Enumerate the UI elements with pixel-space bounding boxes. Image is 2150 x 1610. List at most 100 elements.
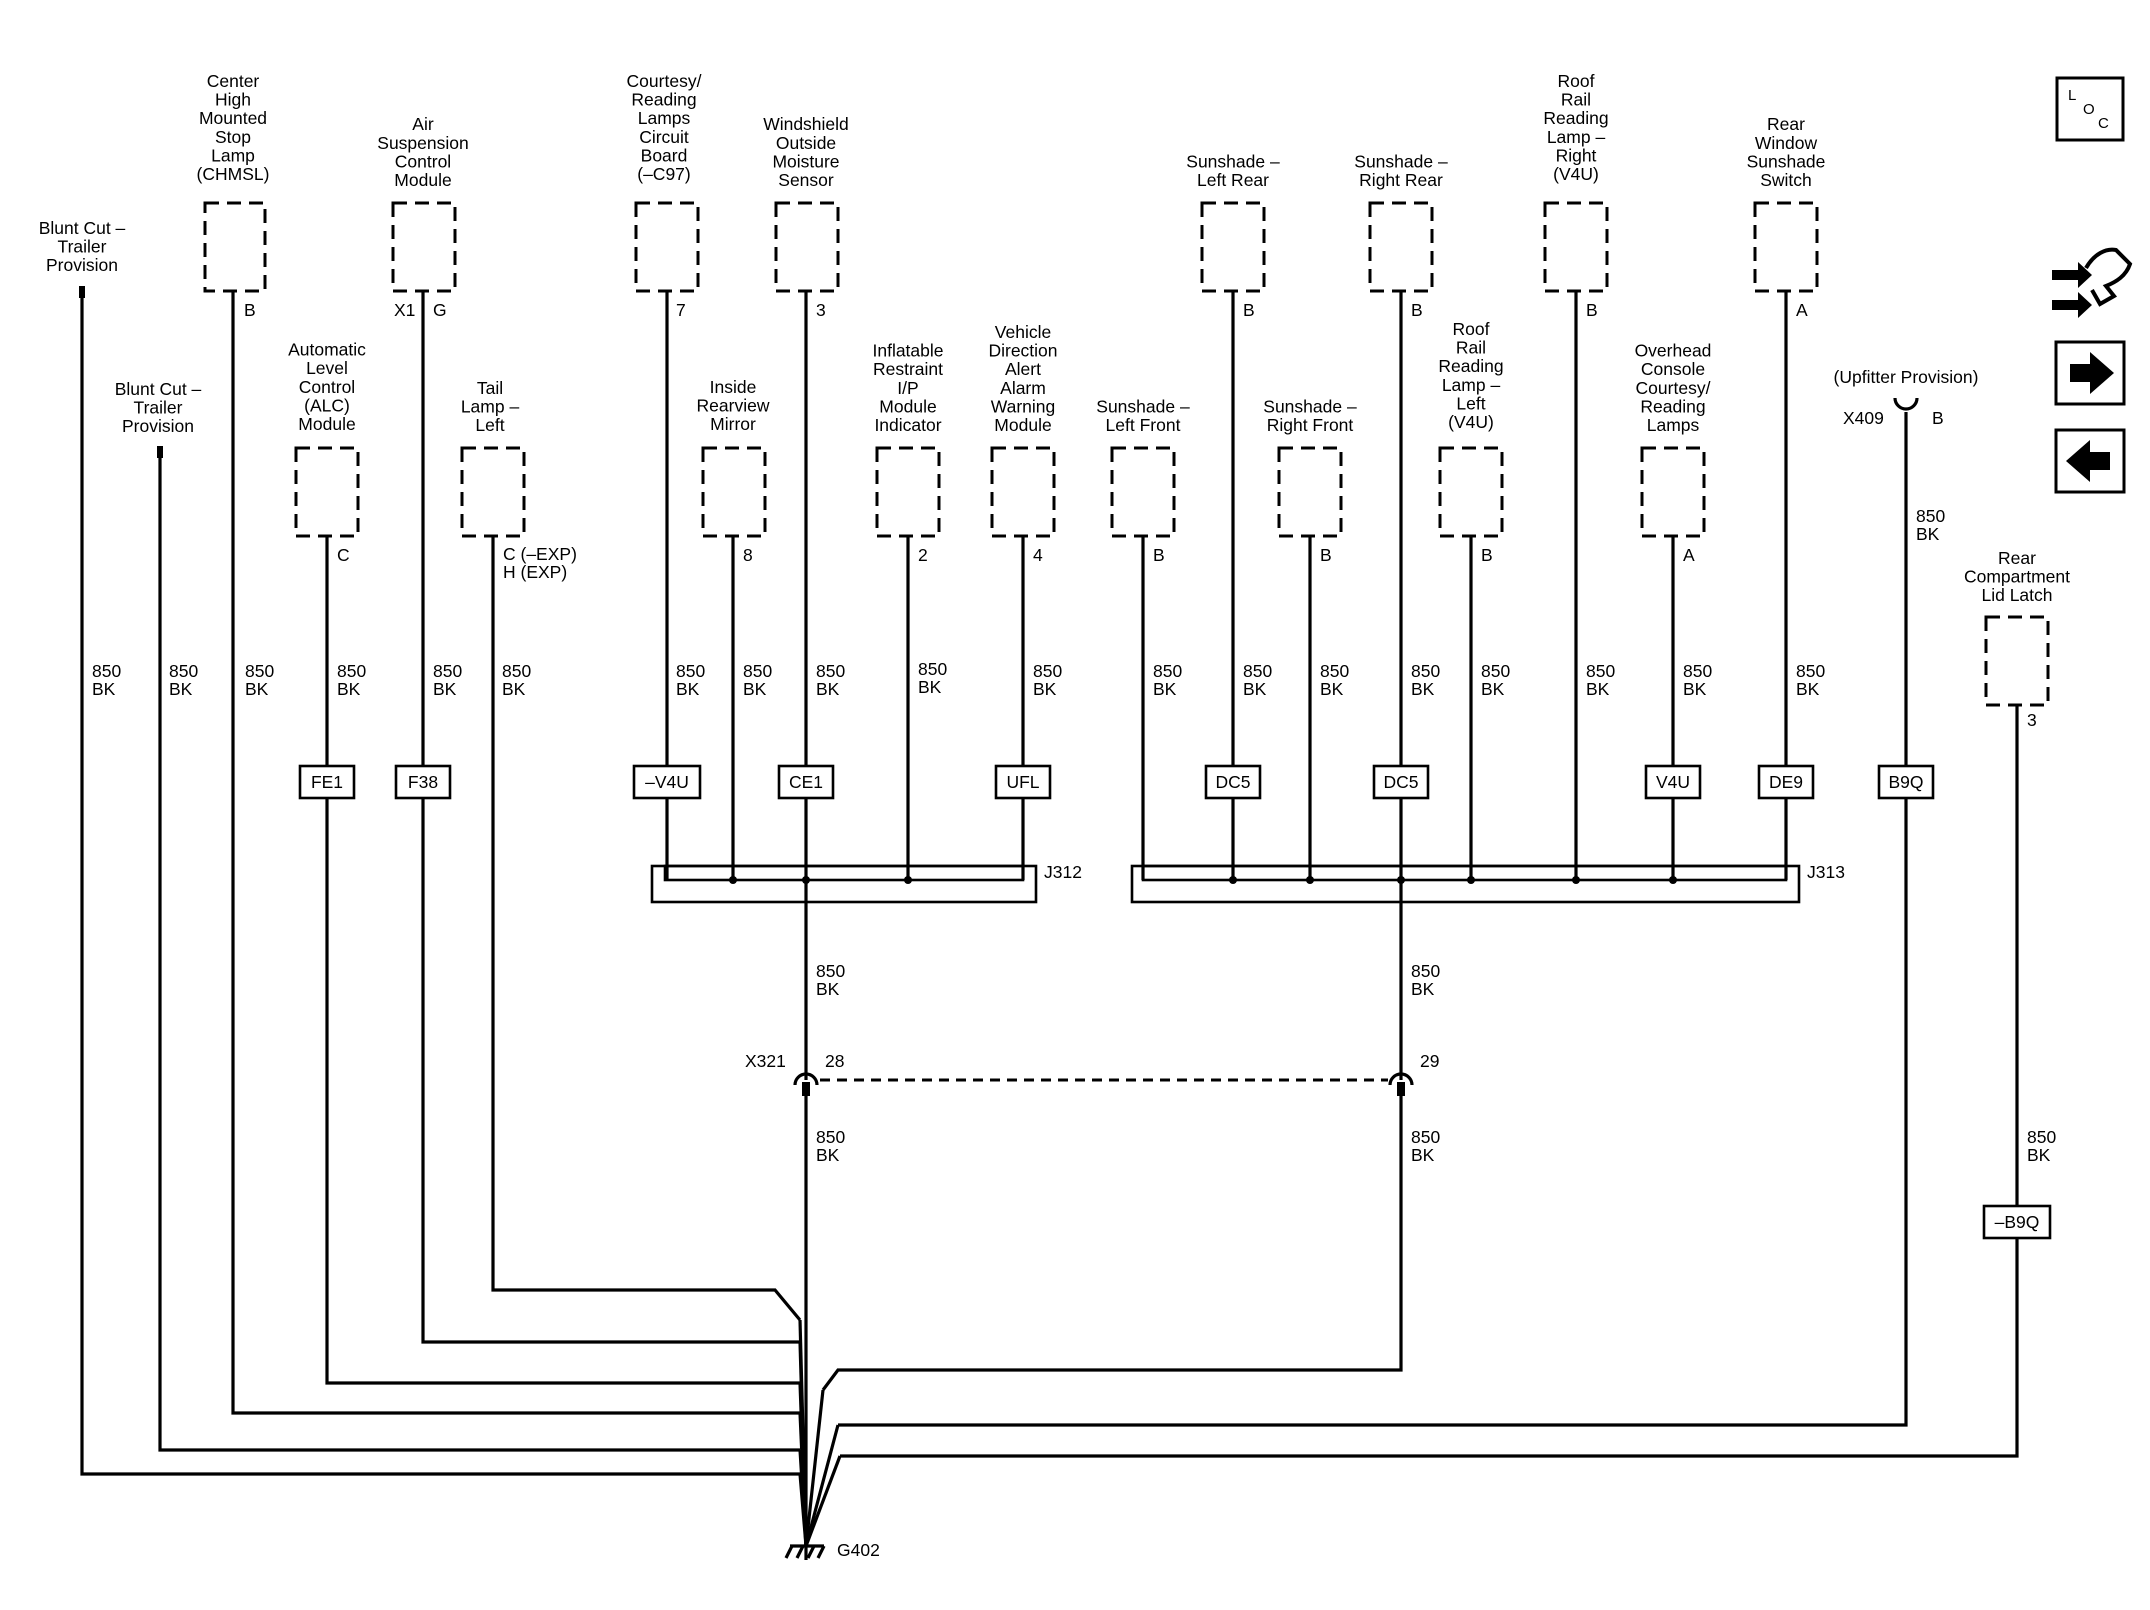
pin-windshield: 3 [816,300,826,320]
pin-overhead: A [1683,545,1695,565]
wire-color: BK [92,679,116,699]
box-rear-compartment [1984,615,2050,707]
wire-tail-lamp [491,535,802,1322]
component-label-line: (Upfitter Provision) [1834,367,1979,387]
wire-color: BK [676,679,700,699]
component-label-line: Direction [988,341,1057,361]
component-label-line: Suspension [377,133,468,153]
svg-text:C: C [2098,115,2109,132]
wire-rear-compartment [840,705,2019,1458]
component-label-line: Center [207,71,260,91]
wire-color: BK [1320,679,1344,699]
wire-circuit-number: 850 [1683,661,1712,681]
component-label-line: (–C97) [637,164,691,184]
arrow-left-icon[interactable] [2054,428,2126,494]
pin-rear-compartment: 3 [2027,710,2037,730]
component-label-line: Sunshade – [1354,151,1448,171]
box-overhead [1640,446,1706,538]
component-label-line: Courtesy/ [1636,378,1711,398]
wire-circuit-number: 850 [1481,661,1510,681]
connector-pin-x409-b: B [1932,408,1944,428]
wire-color: BK [433,679,457,699]
component-labels: Blunt Cut –TrailerProvisionCenterHighMou… [39,71,2070,605]
arrow-right-icon[interactable] [2054,340,2126,406]
pin-tail-h: H (EXP) [503,562,567,582]
component-label-line: Board [641,145,688,165]
pin-mirror: 8 [743,545,753,565]
splice-j313 [1130,864,1801,904]
pin-ss-lr: B [1243,300,1255,320]
pin-air-g: G [433,300,447,320]
component-label-line: Moisture [772,151,839,171]
connector-x321: X321 28 29 [745,1051,1439,1096]
connector-label-x321: X321 [745,1051,786,1071]
component-label-sunshade-right-front: Sunshade –Right Front [1263,396,1357,435]
blunt-cut-end-1 [79,286,85,298]
wire-labels: 850BK850BK850BK850BK850BK850BK850BK850BK… [92,506,2056,1165]
wire-color: BK [1916,524,1940,544]
component-label-line: Stop [215,127,251,147]
component-label-line: Sunshade – [1096,396,1190,416]
wire-circuit-number: 850 [1411,1127,1440,1147]
option-tag: F38 [394,764,452,800]
loc-icon[interactable]: L O C [2055,76,2125,142]
component-label-line: Sunshade – [1186,151,1280,171]
option-tag: –V4U [632,764,702,800]
component-label-line: Right Rear [1359,170,1443,190]
component-label-line: Switch [1760,170,1812,190]
wire-circuit-number: 850 [169,661,198,681]
svg-text:O: O [2083,101,2095,118]
component-label-sunshade-right-rear: Sunshade –Right Rear [1354,151,1448,190]
component-label-line: Warning [991,396,1056,416]
component-label-line: Inside [710,377,757,397]
pin-alc: C [337,545,350,565]
wire-color: BK [743,679,767,699]
connector-label-x409: X409 [1843,408,1884,428]
component-label-line: Lamps [1647,415,1700,435]
splice-label-j313: J313 [1807,862,1845,882]
wire-circuit-number: 850 [918,659,947,679]
component-label-line: Windshield [763,114,849,134]
pin-inflatable: 2 [918,545,928,565]
wire-color: BK [1033,679,1057,699]
box-vda [990,446,1056,538]
box-ss-lf [1110,446,1176,538]
option-tag-label: CE1 [789,772,823,792]
component-label-line: Window [1755,133,1818,153]
component-label-line: Reading [1640,396,1705,416]
component-boxes [203,201,2050,707]
wire-upfitter [838,412,1908,1427]
wire-circuit-number: 850 [816,1127,845,1147]
component-label-line: Automatic [288,340,366,360]
option-tag: DC5 [1372,764,1430,800]
wire-alc [325,535,800,1385]
component-label-line: Roof [1453,319,1490,339]
connector-pin-29: 29 [1420,1051,1439,1071]
component-label-line: (ALC) [304,395,350,415]
component-label-line: Module [298,414,355,434]
tools-icon[interactable] [2052,247,2133,318]
wire-circuit-number: 850 [1243,661,1272,681]
component-label-line: Blunt Cut – [39,218,126,238]
